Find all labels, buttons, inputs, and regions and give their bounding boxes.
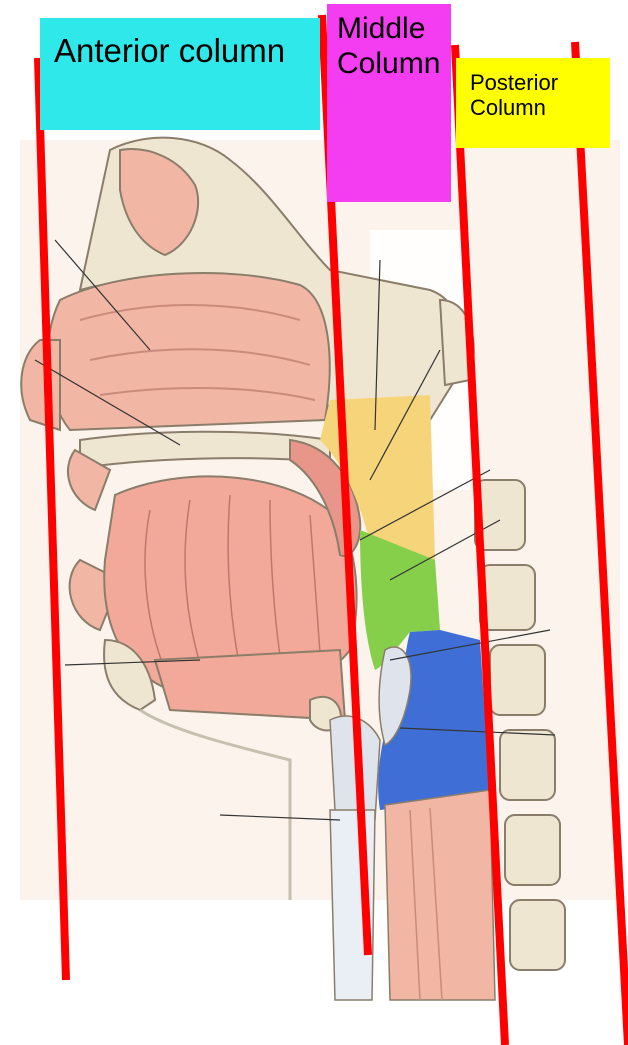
nasal-cavity [48,273,330,430]
posterior-column-label: Posterior Column [456,58,610,148]
middle-column-label: Middle Column [327,4,451,202]
anterior-column-label: Anterior column [40,18,320,130]
